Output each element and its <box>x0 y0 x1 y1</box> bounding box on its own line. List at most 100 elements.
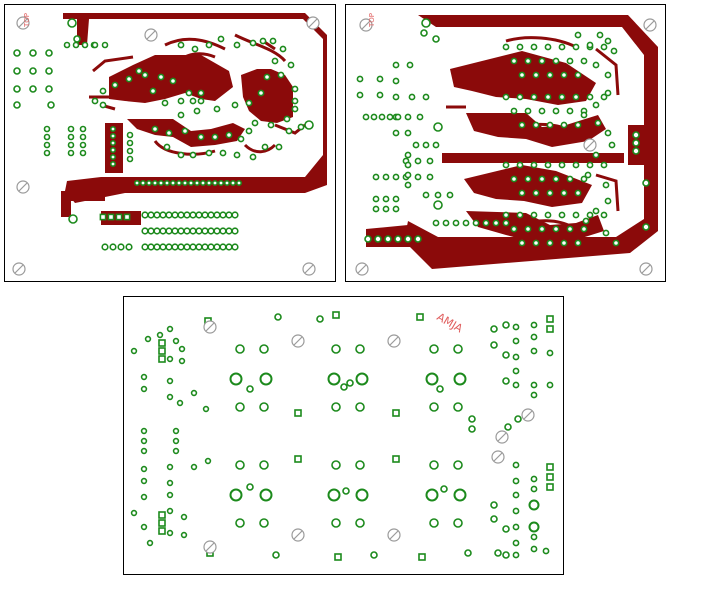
pad <box>572 43 580 51</box>
pad <box>327 488 341 502</box>
pad <box>592 151 600 159</box>
pad <box>472 219 480 227</box>
pad <box>632 139 640 147</box>
pad <box>229 488 243 502</box>
pad <box>392 195 400 203</box>
pad <box>183 243 191 251</box>
pad <box>193 107 201 115</box>
pad <box>512 353 520 361</box>
pad <box>219 227 227 235</box>
pad <box>126 139 134 147</box>
mounting-hole-mark <box>14 264 24 274</box>
pad <box>574 239 582 247</box>
pad <box>177 227 185 235</box>
board-mark: AMJA <box>435 310 466 335</box>
pad <box>604 197 612 205</box>
pad <box>502 93 510 101</box>
pad <box>516 43 524 51</box>
pad <box>43 141 51 149</box>
pad <box>140 447 148 455</box>
mounting-hole-mark <box>293 336 303 346</box>
pad <box>153 227 161 235</box>
pad <box>604 71 612 79</box>
pad <box>172 427 180 435</box>
pad <box>212 180 219 187</box>
pad <box>392 409 400 417</box>
pad <box>544 211 552 219</box>
pad <box>231 227 239 235</box>
pad <box>386 113 394 121</box>
pad <box>217 35 225 43</box>
pad <box>211 133 219 141</box>
pad <box>79 133 87 141</box>
pad <box>177 41 185 49</box>
pad <box>140 373 148 381</box>
pad <box>586 211 594 219</box>
pad <box>642 179 650 187</box>
pad <box>245 127 253 135</box>
pad <box>67 125 75 133</box>
pad <box>29 67 37 75</box>
pad <box>502 321 510 329</box>
pad <box>79 149 87 157</box>
pad <box>512 323 520 331</box>
pad <box>518 71 526 79</box>
pad <box>604 89 612 97</box>
pad <box>558 211 566 219</box>
pad <box>190 389 198 397</box>
pad <box>532 121 540 129</box>
pad <box>135 67 143 75</box>
pad <box>45 67 53 75</box>
pad <box>596 31 604 39</box>
pad <box>231 101 239 109</box>
mounting-holes <box>355 18 657 276</box>
pad <box>195 211 203 219</box>
pad <box>558 93 566 101</box>
pad <box>67 133 75 141</box>
pad <box>510 57 518 65</box>
pad <box>453 372 467 386</box>
pad <box>544 161 552 169</box>
pad <box>524 225 532 233</box>
pad <box>530 391 538 399</box>
pad <box>528 521 540 533</box>
pad <box>530 211 538 219</box>
pad <box>259 488 273 502</box>
pad <box>382 205 390 213</box>
pad <box>370 113 378 121</box>
pad <box>157 73 165 81</box>
pad <box>171 227 179 235</box>
pad <box>332 311 340 319</box>
pad <box>356 75 364 83</box>
pad <box>490 515 498 523</box>
pad <box>249 39 257 47</box>
pad <box>392 173 400 181</box>
pad <box>580 175 588 183</box>
pad <box>146 180 153 187</box>
pad <box>259 460 269 470</box>
pad <box>207 243 215 251</box>
pad <box>404 151 412 159</box>
pad <box>504 423 512 431</box>
pad <box>404 181 412 189</box>
pad <box>546 315 554 323</box>
pad <box>572 93 580 101</box>
pad <box>512 491 520 499</box>
pad <box>392 129 400 137</box>
pad <box>582 217 590 225</box>
pad <box>530 43 538 51</box>
pad <box>163 143 171 151</box>
pad <box>177 243 185 251</box>
pad <box>197 89 205 97</box>
pad <box>552 175 560 183</box>
pad <box>512 461 520 469</box>
trace-layer <box>446 36 620 229</box>
pad <box>610 47 618 55</box>
pad <box>79 125 87 133</box>
pad <box>392 205 400 213</box>
pad <box>422 191 430 199</box>
pad <box>294 409 302 417</box>
pad <box>346 379 354 387</box>
mounting-hole-mark <box>357 264 367 274</box>
pad <box>99 213 107 221</box>
